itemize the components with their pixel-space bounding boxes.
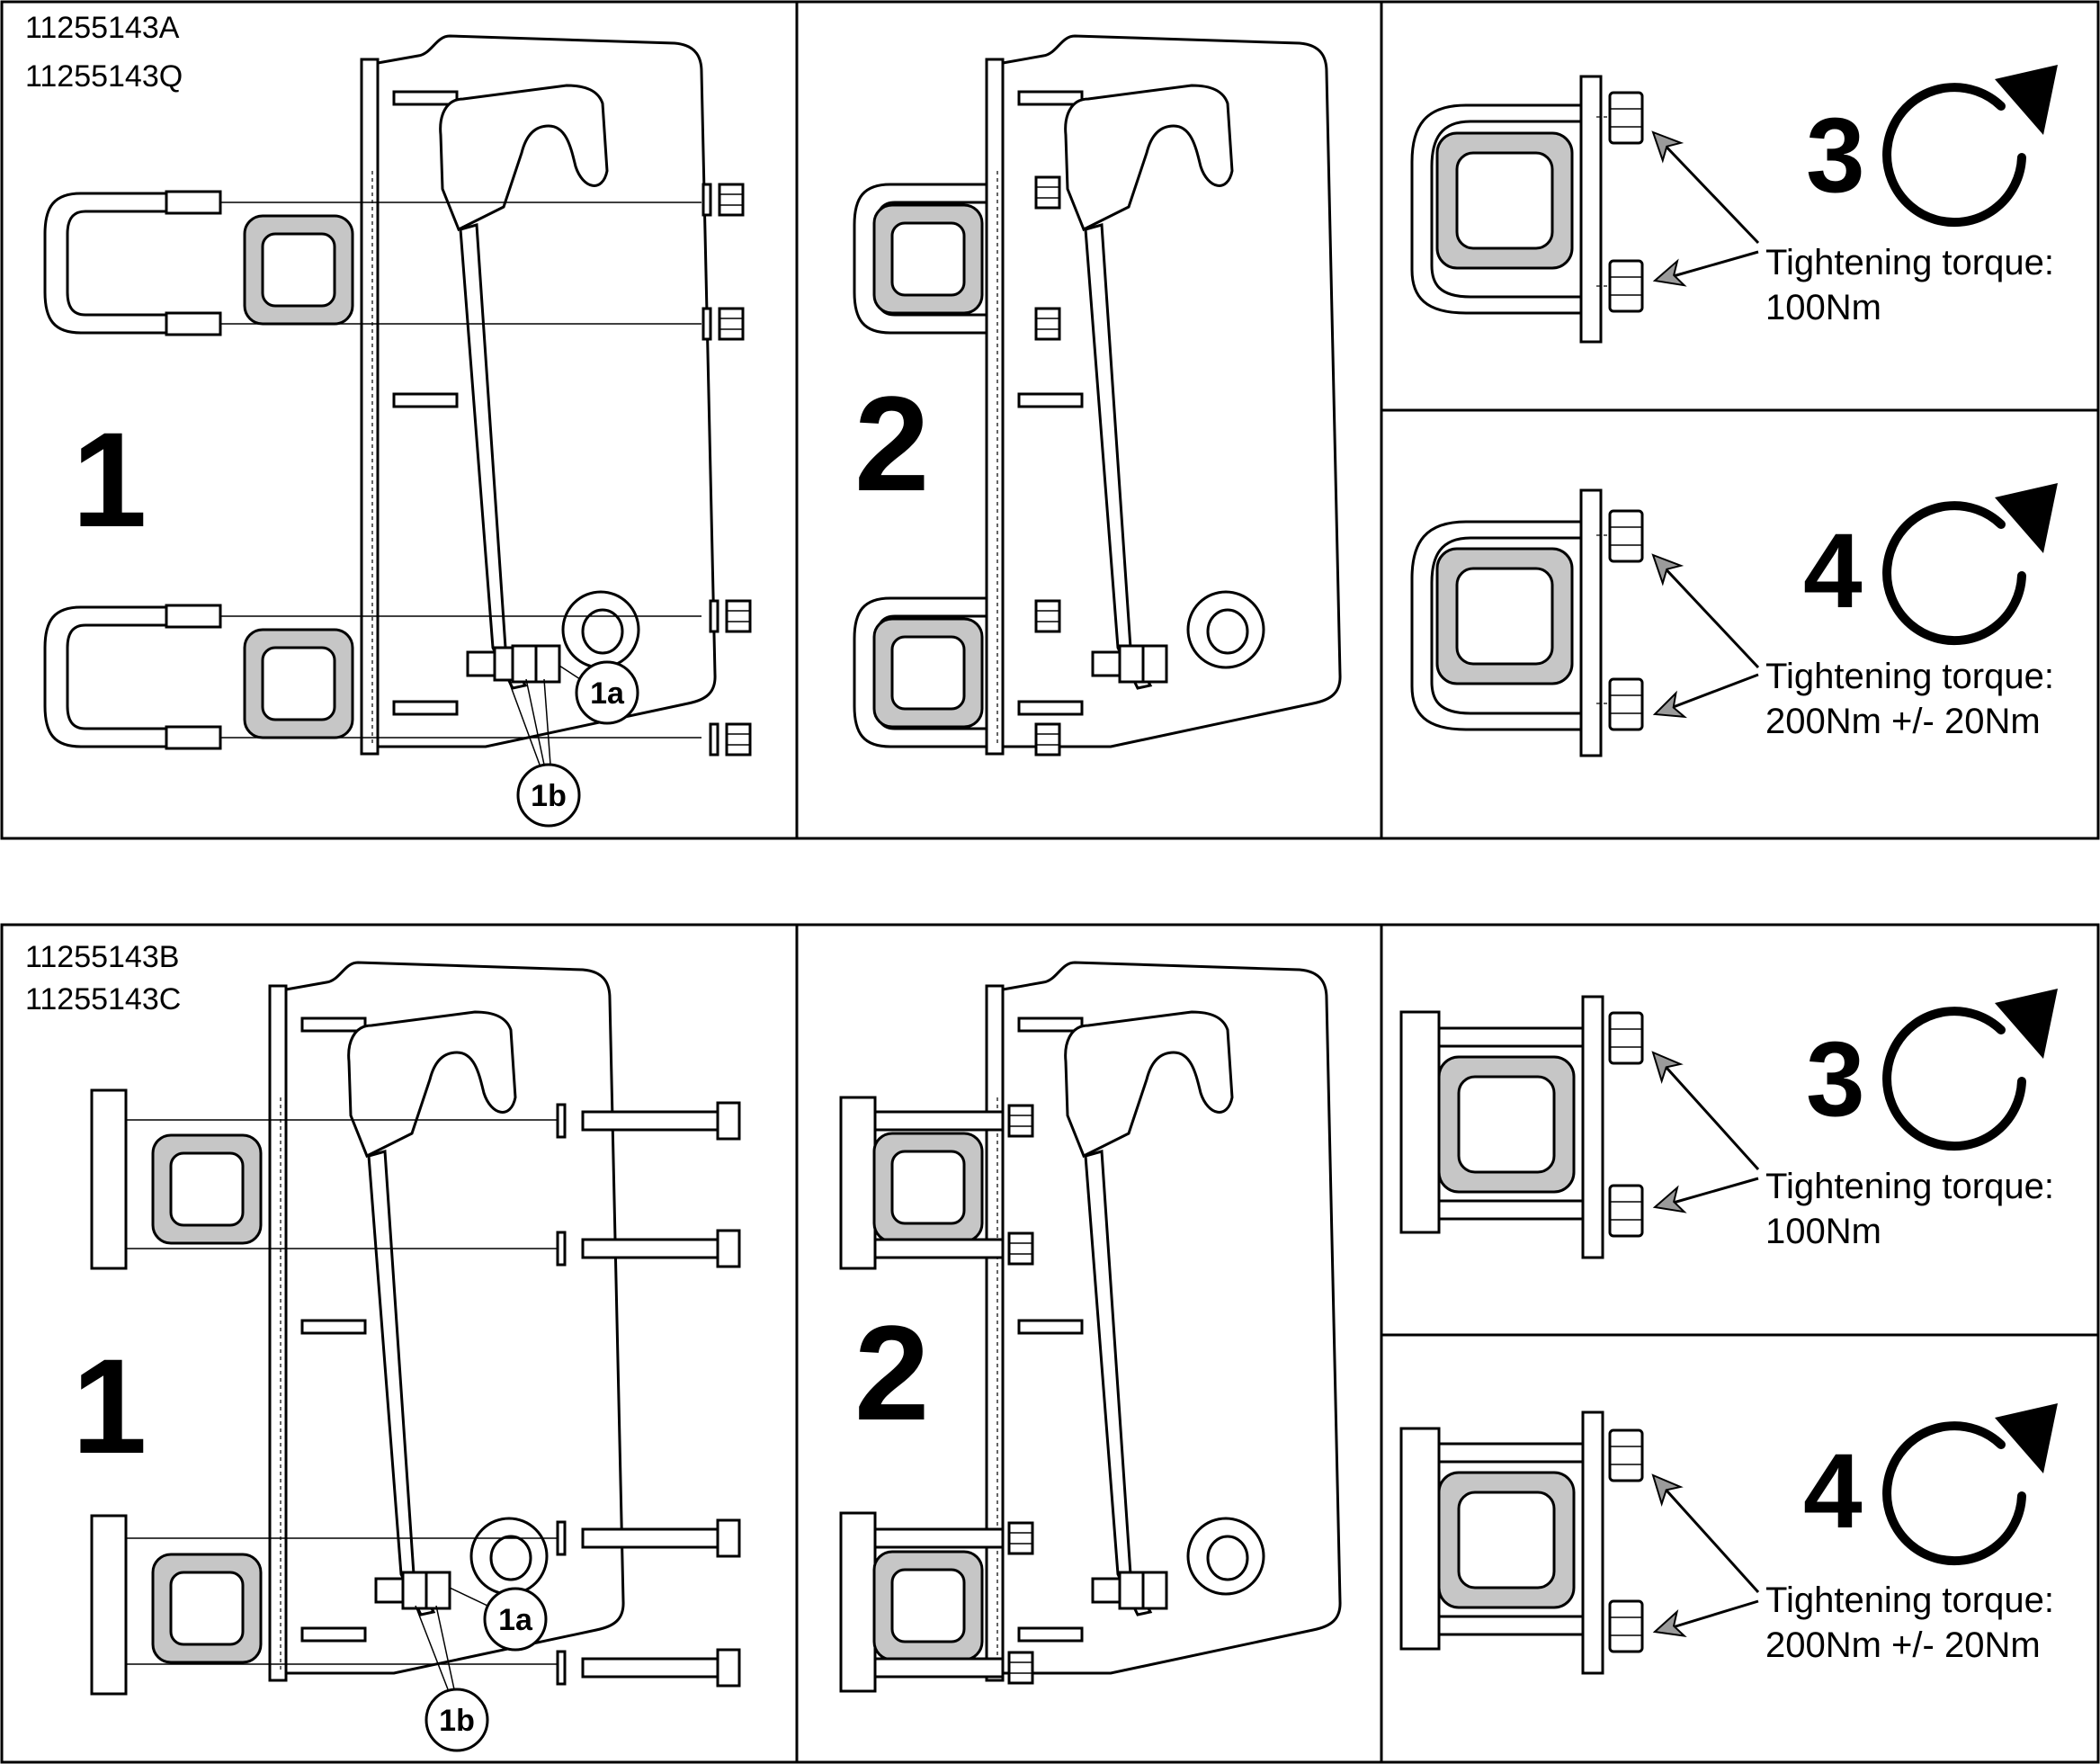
part-number-1: 11255143B <box>25 940 179 974</box>
nut <box>1034 599 1061 633</box>
nut <box>1608 1011 1644 1065</box>
step-number: 2 <box>854 368 929 519</box>
bolt <box>556 1229 741 1268</box>
clamp-plate <box>839 1096 877 1270</box>
nut <box>1034 722 1061 757</box>
step-number: 1 <box>72 404 147 555</box>
torque-value: 100Nm <box>1765 1212 1881 1251</box>
step-number: 3 <box>1806 96 1865 215</box>
callout-1a: 1a <box>590 676 625 711</box>
washer <box>709 599 719 633</box>
square-tube <box>872 617 984 729</box>
step-2-assembled-view: 2 <box>839 961 1342 1693</box>
nut <box>1608 1599 1644 1653</box>
clockwise-rotation-icon <box>1887 989 2058 1146</box>
step-1-exploded-view: 1 <box>72 961 741 1752</box>
torque-label: Tightening torque: <box>1765 1580 2054 1620</box>
nut <box>1608 1428 1644 1482</box>
square-tube <box>872 1550 984 1661</box>
square-tube <box>872 1132 984 1243</box>
clockwise-rotation-icon <box>1887 1403 2058 1561</box>
nut <box>1007 1231 1034 1266</box>
nut <box>718 183 745 217</box>
bolt <box>556 1648 741 1688</box>
clamp-plate <box>90 1088 128 1270</box>
nut <box>718 307 745 341</box>
nut <box>1007 1651 1034 1685</box>
arrow-pointer-icon <box>1649 1610 1685 1645</box>
square-tube <box>243 628 354 739</box>
washer <box>709 722 719 757</box>
step-3-tighten-view: 3 Tightening torque: 100Nm <box>1410 65 2058 344</box>
square-tube <box>151 1553 263 1664</box>
nut <box>1608 509 1644 563</box>
nut <box>725 722 752 757</box>
part-number-1: 11255143A <box>25 11 180 45</box>
nut <box>1608 677 1644 731</box>
square-tube <box>151 1133 263 1245</box>
bottom-assembly: 11255143B 11255143C 1 <box>0 923 2100 1764</box>
step-number: 2 <box>854 1297 929 1448</box>
clamp-plate <box>839 1511 877 1693</box>
nut <box>1007 1521 1034 1555</box>
nut <box>1034 175 1061 210</box>
callout-1b: 1b <box>531 779 567 813</box>
torque-value: 200Nm +/- 20Nm <box>1765 1625 2041 1665</box>
nut <box>1007 1104 1034 1138</box>
step-4-tighten-view: 4 Tightening torque: 200Nm +/- 20Nm <box>1410 483 2058 757</box>
step-1-exploded-view: 1 <box>43 34 752 828</box>
arrow-pointer-icon <box>1649 692 1685 728</box>
step-2-assembled-view: 2 <box>853 34 1342 757</box>
part-number-2: 11255143C <box>25 982 181 1016</box>
square-tube <box>243 214 354 326</box>
torque-label: Tightening torque: <box>1765 657 2054 696</box>
torque-label: Tightening torque: <box>1765 1167 2054 1206</box>
square-tube <box>872 203 984 315</box>
nut <box>1608 91 1644 145</box>
clockwise-rotation-icon <box>1887 483 2058 640</box>
nut <box>1608 1184 1644 1238</box>
step-number: 4 <box>1803 512 1863 631</box>
bolt <box>556 1101 741 1141</box>
part-number-2: 11255143Q <box>25 59 183 94</box>
step-number: 1 <box>72 1330 147 1482</box>
torque-value: 100Nm <box>1765 288 1881 327</box>
clamp-plate <box>1399 1010 1441 1234</box>
clamp-plate <box>90 1514 128 1696</box>
nut <box>725 599 752 633</box>
torque-value: 200Nm +/- 20Nm <box>1765 702 2041 741</box>
u-bolt <box>43 190 222 336</box>
arrow-pointer-icon <box>1650 260 1685 294</box>
clockwise-rotation-icon <box>1887 65 2058 222</box>
step-4-tighten-view: 4 Tightening torque: 200Nm +/- 20Nm <box>1399 1403 2058 1675</box>
step-number: 3 <box>1806 1020 1865 1139</box>
torque-label: Tightening torque: <box>1765 243 2054 282</box>
step-number: 4 <box>1803 1432 1863 1551</box>
callout-1b: 1b <box>439 1704 475 1738</box>
arrow-pointer-icon <box>1650 1186 1685 1221</box>
u-bolt <box>43 604 222 750</box>
washer <box>701 183 712 217</box>
nut <box>1608 259 1644 313</box>
nut <box>1034 307 1061 341</box>
bolt <box>556 1518 741 1558</box>
washer <box>701 307 712 341</box>
callout-1a: 1a <box>498 1603 533 1637</box>
top-assembly: 11255143A 11255143Q 1 <box>0 0 2100 840</box>
clamp-plate <box>1399 1427 1441 1651</box>
step-3-tighten-view: 3 Tightening torque: 100Nm <box>1399 989 2058 1259</box>
